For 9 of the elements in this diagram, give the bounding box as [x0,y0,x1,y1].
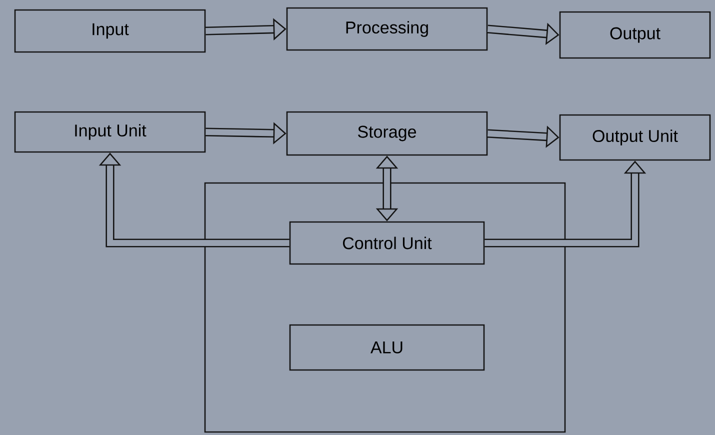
unit-box: Storage [286,111,488,156]
unit-box: Input [14,9,206,53]
unit-box: Input Unit [14,111,206,153]
unit-box: Output [559,11,711,59]
unit-box: Control Unit [289,221,485,265]
unit-box: Output Unit [559,114,711,161]
unit-box: Processing [286,7,488,51]
unit-box: ALU [289,324,485,371]
enclosing-box [204,182,566,433]
